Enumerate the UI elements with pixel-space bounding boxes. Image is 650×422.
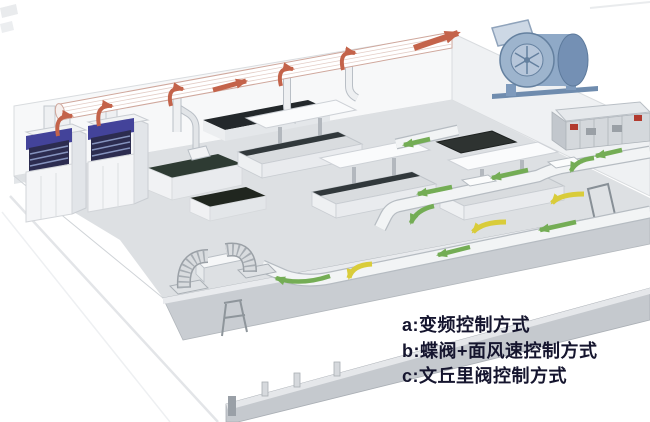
supply-arrow-3 (416, 184, 453, 197)
supply-arrow-2 (490, 167, 529, 181)
exhaust-arrow-branch-2 (277, 62, 295, 87)
flex-elbow-1 (176, 249, 209, 289)
a-frame-ladder (221, 299, 248, 337)
exhaust-arrow-main (413, 30, 461, 51)
ahu-red-panel-1 (570, 124, 578, 130)
flex-elbow-pad-2 (236, 263, 278, 279)
wall-bench (147, 154, 243, 201)
exhaust-arrow-branch-1 (167, 82, 185, 107)
ceiling-shaft (435, 130, 518, 154)
exhaust-arrow-branch-3 (339, 46, 357, 71)
supply-arrow-elbow-ahu (568, 155, 595, 173)
exhaust-arrow-hood-2 (96, 99, 114, 127)
room-air-arrow-2 (471, 219, 507, 234)
supply-flow-arrows (274, 136, 623, 286)
snorkel-exhaust-arm (177, 105, 211, 161)
legend-line-c: c:文丘里阀控制方式 (402, 366, 568, 386)
air-handling-unit (551, 101, 650, 151)
supply-arrow-4 (538, 219, 577, 233)
exhaust-arrow-straight (212, 78, 248, 93)
exhaust-fan (491, 19, 598, 99)
outer-low-wall (225, 287, 650, 422)
legend: a:变频控制方式 b:蝶阀+面风速控制方式 c:文丘里阀控制方式 (402, 313, 598, 390)
room-air-arrow-1 (550, 191, 585, 205)
ceiling-diffuser-2 (460, 174, 498, 187)
flex-elbow-2 (224, 242, 257, 273)
room-air-arrows (346, 191, 585, 280)
side-table (189, 187, 267, 222)
supply-arrow-branch (402, 136, 431, 148)
supply-arrow-elbow-mid (408, 203, 435, 225)
supply-arrow-elbow-front (274, 273, 331, 286)
exhaust-flow-arrows (55, 30, 461, 137)
room-air-arrow-3 (346, 261, 373, 280)
legend-line-b: b:蝶阀+面风速控制方式 (402, 340, 598, 361)
legend-line-a: a:变频控制方式 (402, 315, 531, 335)
supply-arrow-5 (436, 244, 471, 258)
ahu-red-panel-2 (634, 115, 642, 121)
exhaust-arrow-hood-1 (55, 109, 74, 137)
supply-arrow-1 (594, 147, 623, 159)
